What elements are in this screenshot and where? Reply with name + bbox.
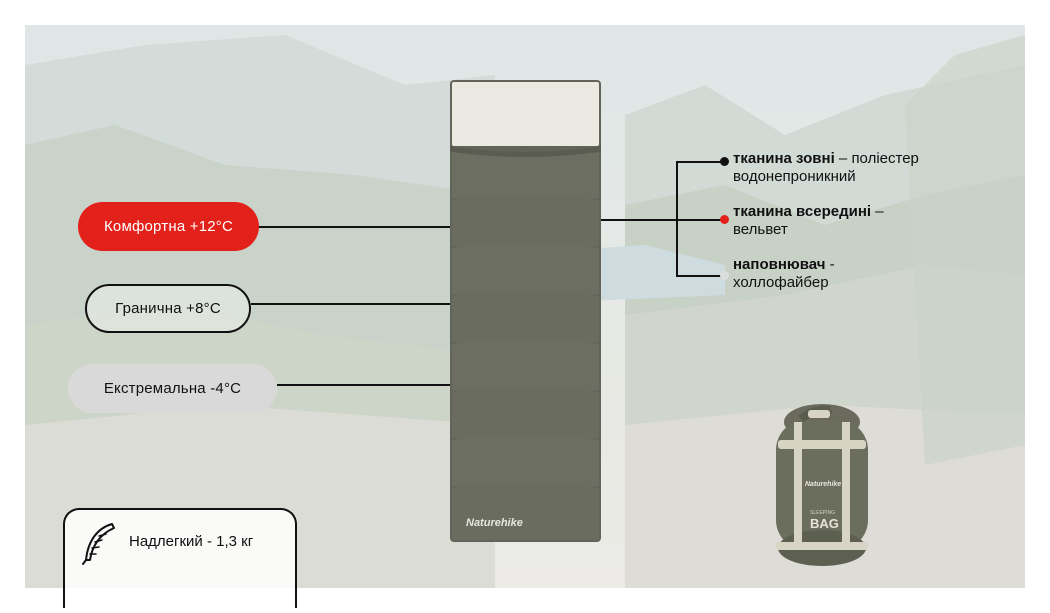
feature-3-separator: - <box>825 256 835 273</box>
extreme-temperature-label: Екстремальна -4°C <box>103 380 242 397</box>
extreme-connector <box>277 384 450 386</box>
feather-icon <box>82 523 115 565</box>
feature-2-connector <box>676 219 724 221</box>
feature-2-dot <box>720 215 729 224</box>
compression-sack-illustration: Naturehike SLEEPING BAG <box>776 404 868 566</box>
packed-brand-logo: Naturehike <box>805 481 841 488</box>
comfort-temperature-badge: Комфортна +12°C <box>78 202 259 251</box>
feature-1-line2: водонепроникний <box>733 168 856 185</box>
feature-1-connector <box>676 161 724 163</box>
feature-outer-fabric: тканина зовні – поліестер водонепроникни… <box>733 150 919 186</box>
feature-1-rest: поліестер <box>851 150 919 167</box>
weight-label: Надлегкий - 1,3 кг <box>129 533 254 550</box>
feature-1-title: тканина зовні <box>733 150 835 167</box>
extreme-temperature-badge: Екстремальна -4°C <box>68 364 277 413</box>
features-vertical-connector <box>676 161 678 276</box>
sleeping-bag-image: Naturehike <box>450 80 601 542</box>
feature-1-dot <box>720 157 729 166</box>
feature-3-connector <box>676 275 724 277</box>
feature-filling: наповнювач - холлофайбер <box>733 256 835 292</box>
limit-temperature-badge: Гранична +8°C <box>85 284 251 333</box>
packed-label-line: SLEEPING <box>810 510 835 516</box>
feature-3-title: наповнювач <box>733 256 826 273</box>
feature-3-line2: холлофайбер <box>733 274 829 291</box>
feature-2-separator: – <box>871 203 884 220</box>
limit-temperature-label: Гранична +8°C <box>115 300 221 317</box>
feature-2-title: тканина всередині <box>733 203 872 220</box>
limit-connector <box>251 303 450 305</box>
feature-inner-fabric: тканина всередині – вельвет <box>733 203 884 239</box>
features-main-connector <box>601 219 677 221</box>
feature-1-separator: – <box>834 150 852 167</box>
packed-label-big: BAG <box>810 516 839 531</box>
feature-2-line2: вельвет <box>733 221 788 238</box>
comfort-connector <box>259 226 450 228</box>
packed-sleeping-bag-image: Naturehike SLEEPING BAG <box>772 402 872 567</box>
sleeping-bag-illustration: Naturehike <box>450 80 601 542</box>
bag-brand-logo: Naturehike <box>466 517 523 529</box>
feature-3-dot <box>720 271 729 280</box>
comfort-temperature-label: Комфортна +12°C <box>103 218 234 235</box>
weight-card <box>63 508 297 608</box>
